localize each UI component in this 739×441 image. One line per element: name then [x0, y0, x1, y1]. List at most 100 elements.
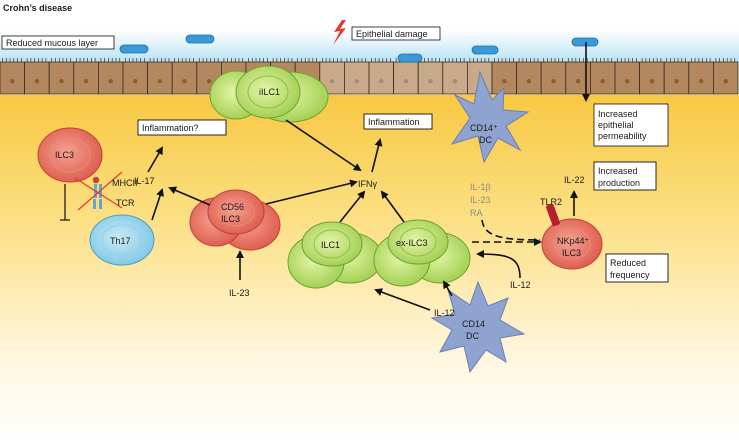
permeability-line-3: permeability [598, 131, 647, 141]
tcr-label: TCR [116, 198, 135, 208]
epithelial-cell [590, 61, 616, 95]
permeability-line-2: epithelial [598, 120, 634, 130]
microvilli [100, 58, 121, 62]
il17-label: IL-17 [134, 176, 155, 186]
microvilli [125, 58, 145, 62]
epithelium [0, 58, 739, 95]
epithelial-cell [147, 61, 173, 95]
lightning-icon [333, 20, 346, 45]
production-line-2: production [598, 178, 640, 188]
cell-nucleus [59, 79, 64, 84]
cd14-dc-bottom [430, 280, 526, 374]
epithelial-cell [98, 61, 124, 95]
epithelial-cell [540, 61, 567, 95]
nkp44-ilc3-cell [541, 218, 603, 270]
tlr2-receptor [546, 203, 560, 227]
microvilli [346, 58, 367, 62]
bacterium [571, 37, 599, 47]
cell-nucleus [649, 79, 655, 84]
microvilli [174, 58, 194, 62]
bacterium [397, 53, 423, 63]
mucous-label: Reduced mucous layer [6, 38, 98, 48]
tlr2-label: TLR2 [540, 197, 562, 207]
epithelial-cell [393, 61, 419, 95]
ex-ilc3-label: ex-ILC3 [396, 238, 428, 248]
cell-nucleus [83, 79, 89, 84]
cell-nucleus [133, 79, 138, 84]
ifng-label: IFNγ [358, 179, 377, 189]
production-line-1: Increased [598, 166, 638, 176]
il1b-label: IL-1β [470, 182, 491, 192]
epithelial-cell [24, 61, 50, 95]
cell-nucleus [674, 79, 679, 84]
bacterium [471, 45, 499, 55]
microvilli [321, 58, 342, 62]
microvilli [297, 58, 317, 62]
cell-nucleus [34, 79, 40, 84]
inflammation-box [363, 113, 433, 130]
microvilli [2, 58, 22, 62]
microvilli [75, 58, 96, 62]
epithelial-cell [639, 61, 665, 95]
cell-nucleus [551, 79, 556, 84]
microvilli [371, 58, 391, 62]
microvilli [617, 58, 637, 62]
permeability-box [593, 103, 669, 147]
frequency-line-2: frequency [610, 270, 650, 280]
epithelial-cell [516, 61, 542, 95]
ex-ilc3-cluster [373, 219, 471, 287]
epithelial-cell [122, 61, 149, 95]
microvilli [567, 58, 588, 62]
dc-bottom-label-2: DC [466, 331, 479, 341]
epithelial-cell [614, 61, 641, 95]
damage-label: Epithelial damage [356, 29, 428, 39]
inflammation-q-box [137, 119, 227, 136]
ilc3-cell [37, 127, 103, 183]
cell-nucleus [428, 79, 433, 84]
cell-nucleus [502, 79, 507, 84]
cd56-label-1: CD56 [221, 202, 244, 212]
microvilli [641, 58, 662, 62]
microvilli [518, 58, 539, 62]
cell-nucleus [354, 79, 359, 84]
inflammation-label: Inflammation [368, 117, 420, 127]
microvilli [248, 58, 268, 62]
nkp44-label-1: NKp44⁺ [557, 236, 590, 246]
diagram-title: Crohn’s disease [3, 3, 72, 13]
inflammation-q-label: Inflammation? [142, 123, 199, 133]
cell-nucleus [403, 79, 409, 84]
il12-right-label: IL-12 [510, 280, 531, 290]
mhcii-label: MHCII [112, 178, 138, 188]
th17-label: Th17 [110, 236, 131, 246]
epithelial-cell [0, 61, 26, 95]
cell-nucleus [206, 79, 212, 84]
mucous-box [1, 35, 115, 50]
cell-nucleus [329, 79, 335, 84]
bacterium [185, 34, 215, 44]
dc-bottom-label-1: CD14 [462, 319, 485, 329]
microvilli [26, 58, 47, 62]
frequency-box [605, 253, 669, 283]
microvilli [444, 58, 465, 62]
cell-nucleus [698, 79, 704, 84]
epithelial-cell [663, 61, 690, 95]
frequency-line-1: Reduced [610, 258, 646, 268]
microvilli [272, 58, 293, 62]
cell-nucleus [379, 79, 384, 84]
cell-nucleus [182, 79, 187, 84]
epithelial-cell [688, 61, 714, 95]
il22-label: IL-22 [564, 175, 585, 185]
cell-nucleus [625, 79, 630, 84]
nkp44-label-2: ILC3 [562, 248, 581, 258]
microvilli [223, 58, 244, 62]
cell-nucleus [575, 79, 581, 84]
cell-nucleus [10, 79, 15, 84]
microvilli [543, 58, 563, 62]
cell-nucleus [157, 79, 163, 84]
microvilli [51, 58, 71, 62]
microvilli [469, 58, 490, 62]
ilc1-cluster [287, 221, 383, 289]
cell-nucleus [108, 79, 113, 84]
cd14-dc-top [450, 70, 530, 164]
